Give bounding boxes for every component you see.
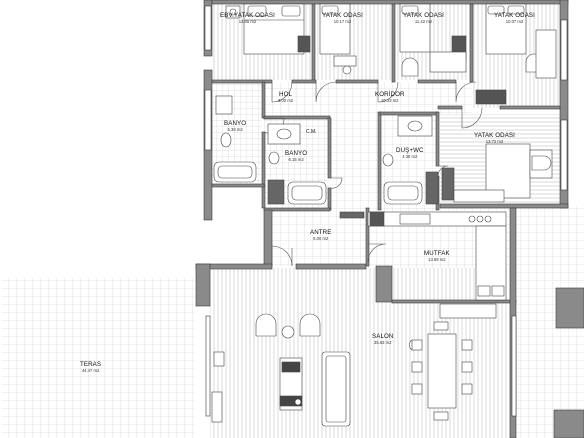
room-label-ebv-yatak: EBV.YATAK ODASI 13.65 m2 bbox=[220, 12, 275, 25]
room-area: 11.42 m2 bbox=[414, 19, 433, 25]
room-area: 6.15 m2 bbox=[288, 157, 304, 163]
windows bbox=[204, 5, 568, 417]
room-name: BANYO bbox=[285, 150, 308, 157]
room-name: DUŞ+WC bbox=[396, 147, 424, 154]
room-name: ANTRE bbox=[310, 229, 332, 236]
room-name: YATAK ODASI bbox=[322, 12, 363, 19]
room-area: 6.00 m2 bbox=[313, 236, 329, 242]
room-label-antre: ANTRE 6.00 m2 bbox=[310, 229, 332, 242]
salon-furniture bbox=[211, 313, 351, 427]
room-label-yatak-3: YATAK ODASI 10.07 m2 bbox=[494, 12, 535, 25]
room-name: BANYO bbox=[224, 120, 247, 127]
bed-yatak-3 bbox=[475, 3, 557, 105]
bed-yatak-1 bbox=[297, 3, 357, 75]
room-area: 10.17 m2 bbox=[333, 19, 352, 25]
room-name: TERAS bbox=[80, 361, 102, 368]
room-area: 4.36 m2 bbox=[402, 154, 418, 160]
room-area: 5.36 m2 bbox=[227, 127, 243, 133]
room-label-hol: HOL 3.00 m2 bbox=[278, 91, 294, 104]
room-label-banyo-2: BANYO 6.15 m2 bbox=[285, 150, 308, 163]
kitchen-counters bbox=[367, 211, 507, 319]
room-area: 13.65 m2 bbox=[238, 19, 257, 25]
room-area: 10.33 m2 bbox=[381, 98, 399, 104]
bed-yatak-2 bbox=[399, 3, 467, 77]
room-label-yatak-4: YATAK ODASI 13.72 m2 bbox=[474, 132, 515, 145]
room-label-dus-wc: DUŞ+WC 4.36 m2 bbox=[396, 147, 424, 160]
room-label-cm: C.M. bbox=[306, 129, 317, 135]
room-name: EBV.YATAK ODASI bbox=[220, 12, 275, 19]
floor-hol bbox=[264, 82, 330, 118]
floor-salon bbox=[210, 268, 516, 438]
room-name: MUTFAK bbox=[424, 250, 450, 257]
room-area: 13.69 m2 bbox=[428, 257, 446, 263]
dining-table bbox=[409, 321, 473, 421]
room-area: 10.07 m2 bbox=[505, 19, 524, 25]
room-area: 44.47 m2 bbox=[81, 368, 100, 374]
fixtures-banyo-1 bbox=[213, 95, 257, 183]
fixtures-dus-wc bbox=[382, 115, 439, 205]
room-name: SALON bbox=[372, 333, 394, 340]
room-name: KORİDOR bbox=[375, 91, 405, 98]
room-name: HOL bbox=[279, 91, 293, 98]
furniture-yatak-4 bbox=[441, 143, 553, 203]
floor-finishes bbox=[2, 4, 584, 438]
room-area: 3.00 m2 bbox=[278, 98, 294, 104]
room-area: 35.63 m2 bbox=[374, 340, 392, 346]
room-label-yatak-1: YATAK ODASI 10.17 m2 bbox=[322, 12, 363, 25]
room-name: YATAK ODASI bbox=[474, 132, 515, 139]
floor-antre bbox=[272, 210, 366, 266]
room-area: 13.72 m2 bbox=[485, 139, 504, 145]
room-label-mutfak: MUTFAK 13.69 m2 bbox=[424, 250, 450, 263]
fixtures-banyo-2 bbox=[267, 123, 327, 205]
floor-teras bbox=[2, 278, 194, 438]
room-label-salon: SALON 35.63 m2 bbox=[372, 333, 394, 346]
room-label-yatak-2: YATAK ODASI 11.42 m2 bbox=[403, 12, 444, 25]
room-label-teras: TERAS 44.47 m2 bbox=[80, 361, 102, 374]
furniture bbox=[211, 3, 557, 427]
room-name: YATAK ODASI bbox=[494, 12, 535, 19]
room-name: YATAK ODASI bbox=[403, 12, 444, 19]
room-label-banyo-1: BANYO 5.36 m2 bbox=[224, 120, 247, 133]
room-label-koridor: KORİDOR 10.33 m2 bbox=[375, 91, 405, 104]
bed-ebv bbox=[225, 3, 305, 55]
